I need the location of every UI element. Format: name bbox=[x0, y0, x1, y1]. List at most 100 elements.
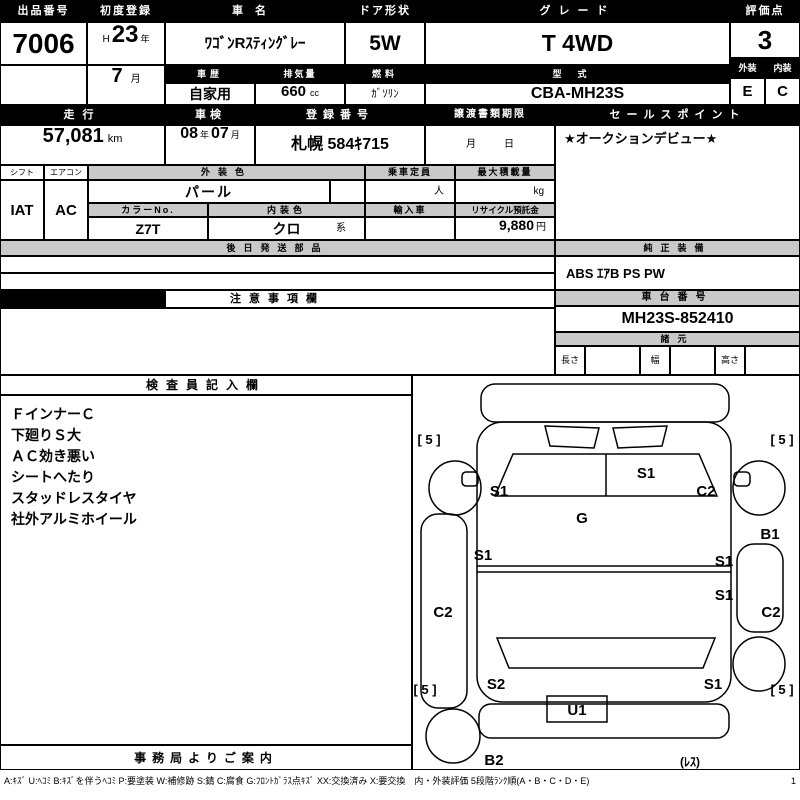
chassis-number-value: MH23S-852410 bbox=[555, 306, 800, 332]
legend: A:ｷｽﾞ U:ﾍｺﾐ B:ｷｽﾞを伴うﾍｺﾐ P:要塗装 W:補修跡 S:錆 … bbox=[4, 774, 796, 787]
sales-point-header: セールスポイント bbox=[555, 105, 800, 125]
inspector-note-line: ＦインナーＣ bbox=[11, 406, 95, 422]
mileage-number: 57,081 bbox=[42, 125, 104, 147]
equipment-header: 純正装備 bbox=[555, 240, 800, 256]
inspector-note-line: スタッドレスタイヤ bbox=[11, 490, 137, 506]
notes-header-black-bar bbox=[1, 291, 166, 307]
max-load-header: 最大積載量 bbox=[455, 165, 555, 180]
month-unit: 月 bbox=[130, 74, 141, 85]
spec-width-label: 幅 bbox=[640, 346, 670, 375]
tire-tread-label: [ 5 ] bbox=[770, 432, 793, 447]
recycle-fee-number: 9,880 bbox=[498, 217, 534, 233]
model-code-value: CBA-MH23S bbox=[425, 83, 730, 105]
spec-height-label: 高さ bbox=[715, 346, 745, 375]
exterior-score-header: 外装 bbox=[730, 58, 765, 78]
era-prefix: H bbox=[102, 34, 110, 45]
fuel-header: 燃料 bbox=[345, 65, 425, 83]
inspector-note-line: シートへたり bbox=[11, 469, 95, 485]
rear-window-outline bbox=[495, 637, 717, 669]
car-body-outline bbox=[476, 421, 732, 703]
shift-header: シフト bbox=[0, 165, 44, 180]
transfer-deadline-header: 譲渡書類期限 bbox=[425, 105, 555, 125]
transfer-day-label: 日 bbox=[504, 139, 514, 150]
exterior-score-value: E bbox=[730, 78, 765, 105]
car-name-value: ﾜｺﾞﾝRｽﾃｨﾝｸﾞﾚｰ bbox=[165, 22, 345, 65]
left-side-panel-outline bbox=[420, 513, 468, 709]
damage-mark-s1: S1 bbox=[490, 483, 508, 500]
spec-width-value bbox=[670, 346, 715, 375]
damage-mark-s1: S1 bbox=[637, 465, 655, 482]
damage-mark-u1: U1 bbox=[567, 702, 586, 719]
first-registration-month: 7 月 bbox=[87, 65, 165, 105]
exterior-color-sub-cell bbox=[330, 180, 365, 203]
displacement-value: 660 cc bbox=[255, 83, 345, 105]
tire-tread-label: [ 5 ] bbox=[770, 682, 793, 697]
specs-header: 諸元 bbox=[555, 332, 800, 346]
max-load-value: kg bbox=[455, 180, 555, 203]
damage-mark-s1: S1 bbox=[715, 587, 733, 604]
shift-value: IAT bbox=[0, 180, 44, 240]
interior-color-header: 内装色 bbox=[208, 203, 365, 217]
interior-color-name: クロ bbox=[272, 220, 301, 237]
later-parts-header: 後日発送部品 bbox=[0, 240, 555, 256]
door-shape-value: 5W bbox=[345, 22, 425, 65]
first-registration-year: H 23 年 bbox=[87, 22, 165, 65]
mileage-value: 57,081 km bbox=[0, 125, 165, 165]
inspector-header: 検査員記入欄 bbox=[0, 375, 412, 395]
recycle-deposit-value: 9,880 円 bbox=[455, 217, 555, 240]
import-car-value bbox=[365, 217, 455, 240]
color-number-header: カラーNo. bbox=[88, 203, 208, 217]
inspection-year-unit: 年 bbox=[199, 130, 209, 140]
transfer-deadline-value: 月 日 bbox=[425, 125, 555, 165]
inspection-header: 車検 bbox=[165, 105, 255, 125]
sales-point-value: ★オークションデビュー★ bbox=[555, 125, 800, 240]
first-registration-year-value: 23 bbox=[111, 22, 139, 48]
score-value: 3 bbox=[730, 22, 800, 58]
aircon-header: エアコン bbox=[44, 165, 88, 180]
blank-cell bbox=[0, 65, 87, 105]
auction-number-header: 出品番号 bbox=[0, 0, 87, 22]
car-history-value: 自家用 bbox=[165, 83, 255, 105]
damage-mark-s1: S1 bbox=[704, 676, 722, 693]
grade-header: グレード bbox=[425, 0, 730, 22]
damage-mark-s1: S1 bbox=[715, 553, 733, 570]
interior-score-header: 内装 bbox=[765, 58, 800, 78]
interior-color-value: クロ 系 bbox=[208, 217, 365, 240]
grade-value: T 4WD bbox=[425, 22, 730, 65]
exterior-color-value: パール bbox=[88, 180, 330, 203]
notes-area bbox=[0, 308, 555, 375]
chassis-number-header: 車台番号 bbox=[555, 290, 800, 306]
mileage-unit: km bbox=[107, 133, 123, 145]
u1-mark-box bbox=[546, 695, 608, 723]
legend-text: A:ｷｽﾞ U:ﾍｺﾐ B:ｷｽﾞを伴うﾍｺﾐ P:要塗装 W:補修跡 S:錆 … bbox=[4, 776, 590, 786]
damage-mark-s2: S2 bbox=[487, 676, 505, 693]
notes-header: 注意事項欄 bbox=[0, 290, 555, 308]
spare-less-label: (ﾚｽ) bbox=[680, 755, 700, 769]
wheel-rear-left-icon bbox=[425, 708, 481, 764]
headlight-left-outline bbox=[544, 425, 600, 449]
registration-number-header: 登録番号 bbox=[255, 105, 425, 125]
first-registration-header: 初度登録 bbox=[87, 0, 165, 22]
damage-mark-b2: B2 bbox=[484, 752, 503, 769]
door-shape-header: ドア形状 bbox=[345, 0, 425, 22]
capacity-value: 人 bbox=[365, 180, 455, 203]
car-name-header: 車名 bbox=[165, 0, 345, 22]
office-info-header: 事務局よりご案内 bbox=[0, 745, 412, 770]
wheel-rear-right-icon bbox=[732, 636, 786, 692]
equipment-value: ABS ｴｱB PS PW bbox=[555, 256, 800, 290]
damage-mark-c2: C2 bbox=[433, 604, 452, 621]
notes-header-label: 注意事項欄 bbox=[230, 292, 325, 305]
first-registration-month-value: 7 bbox=[111, 65, 123, 87]
damage-mark-g: G bbox=[576, 510, 588, 527]
interior-color-suffix: 系 bbox=[336, 222, 346, 234]
exterior-color-header: 外装色 bbox=[88, 165, 365, 180]
mileage-header: 走行 bbox=[0, 105, 165, 125]
right-side-panel-outline bbox=[736, 543, 784, 633]
interior-score-value: C bbox=[765, 78, 800, 105]
legend-page-number: 1 bbox=[790, 775, 796, 786]
wheel-front-right-icon bbox=[732, 460, 786, 516]
score-header: 評価点 bbox=[730, 0, 800, 22]
